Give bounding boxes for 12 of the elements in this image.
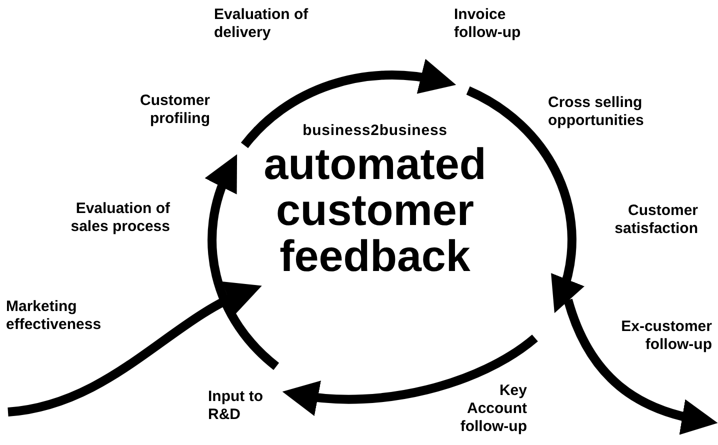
cycle-step-label: Cross selling opportunities <box>548 94 645 130</box>
cycle-step-label: Invoice follow-up <box>454 6 522 42</box>
title: automated customer feedback <box>262 142 488 280</box>
subtitle: business2business <box>302 122 448 140</box>
input-label: Marketing effectiveness <box>6 298 102 334</box>
cycle-step-label: Customer profiling <box>138 92 210 128</box>
cycle-step-label: Customer satisfaction <box>614 202 698 238</box>
output-label: Ex-customer follow-up <box>620 318 712 354</box>
cycle-step-label: Key Account follow-up <box>459 382 527 436</box>
cycle-step-label: Evaluation of delivery <box>214 6 310 42</box>
cycle-step-label: Evaluation of sales process <box>70 200 170 236</box>
cycle-step-label: Input to R&D <box>208 388 264 424</box>
